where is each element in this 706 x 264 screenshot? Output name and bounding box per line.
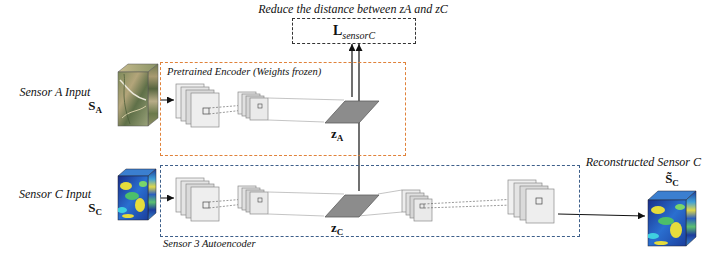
reconstructed-cube — [648, 233, 659, 239]
encoder-c-layers — [176, 178, 344, 221]
latent-symbol: z — [331, 220, 337, 235]
reconstructed-cube — [675, 204, 685, 210]
sensor-c-cube — [122, 214, 134, 218]
sensor-c-cube — [125, 192, 139, 200]
label-line: SC — [2, 198, 102, 216]
sensor-a-cube — [118, 72, 148, 126]
sensor-a-cube — [124, 74, 130, 124]
group-heading: Pretrained Encoder (Weights frozen) — [167, 66, 321, 77]
reconstructed-cube — [658, 217, 674, 225]
reconstructed-cube — [647, 191, 696, 246]
flow-arrows — [160, 100, 645, 216]
encoder-a-layers — [176, 84, 344, 127]
sensor-c-cube — [135, 198, 145, 212]
flow-arrows — [160, 100, 174, 101]
label-line: SA — [2, 96, 102, 114]
latent-plane-shape — [325, 101, 379, 123]
label-line: Sensor C Input — [2, 184, 108, 202]
decoder-layers — [526, 189, 554, 223]
label-line: Sensor A Input — [2, 82, 108, 100]
reconstructed-cube — [670, 222, 682, 238]
reconstructed-cube — [654, 241, 668, 245]
loss-subscript: sensorC — [342, 30, 375, 41]
latent-plane: zA — [321, 97, 383, 143]
loss-symbol: L — [333, 23, 342, 39]
decoder-layers — [358, 212, 402, 216]
latent-subscript: C — [337, 227, 344, 237]
sensor-c-cube — [117, 169, 156, 220]
reconstructed-cube — [686, 191, 696, 246]
reconstructed-cube — [648, 200, 686, 246]
math-symbol: S̃ — [665, 171, 672, 186]
connector-arrow — [351, 44, 352, 97]
flow-arrows — [558, 214, 645, 216]
decoder-layers — [378, 190, 402, 194]
reconstructed-cube — [651, 206, 665, 214]
loss-box: LsensorC — [292, 18, 416, 44]
decoder-layers — [414, 199, 432, 221]
latent-subscript: A — [337, 133, 344, 143]
sensor-c-cube — [139, 181, 147, 187]
diagram-title: Reduce the distance between zA and zC — [0, 2, 706, 17]
sensor-c-cube — [118, 181, 147, 218]
decoder-layers — [420, 204, 424, 208]
latent-label: zA — [331, 124, 343, 142]
sensor-c-cube — [118, 207, 127, 213]
sensor-a-cube — [118, 64, 158, 126]
label-line: Reconstructed Sensor C — [560, 152, 701, 170]
autoencoder-group: Sensor 3 AutoencoderzC — [160, 165, 580, 237]
math-subscript: C — [96, 207, 103, 217]
reconstructed-cube — [648, 204, 685, 245]
encoder-c-layers — [176, 178, 344, 221]
latent-label: zC — [331, 218, 343, 236]
math-subscript: A — [96, 105, 103, 115]
latent-plane: zC — [321, 191, 383, 235]
math-subscript: C — [672, 178, 679, 188]
sensor-a-cube — [148, 64, 158, 126]
decoder-layers — [358, 180, 554, 223]
sensor-c-cube — [120, 182, 132, 190]
input-label: Sensor A Input — [20, 85, 91, 99]
frozen-encoder-group: Pretrained Encoder (Weights frozen) zA — [160, 62, 406, 156]
input-label: Reconstructed Sensor C — [586, 155, 701, 169]
sensor-c-cube — [118, 176, 148, 220]
decoder-layers — [536, 198, 542, 204]
encoder-a-layers — [176, 84, 344, 127]
input-label: Sensor C Input — [19, 187, 91, 201]
math-symbol: S — [88, 98, 95, 113]
latent-symbol: z — [331, 126, 337, 141]
group-heading: Sensor 3 Autoencoder — [163, 238, 256, 249]
sensor-c-cube — [148, 169, 156, 220]
math-symbol: S — [88, 200, 95, 215]
flow-arrows — [160, 198, 174, 199]
label-line: S̃C — [640, 169, 704, 187]
latent-plane-shape — [321, 97, 383, 125]
latent-plane-shape — [321, 191, 383, 219]
latent-plane-shape — [325, 195, 379, 217]
